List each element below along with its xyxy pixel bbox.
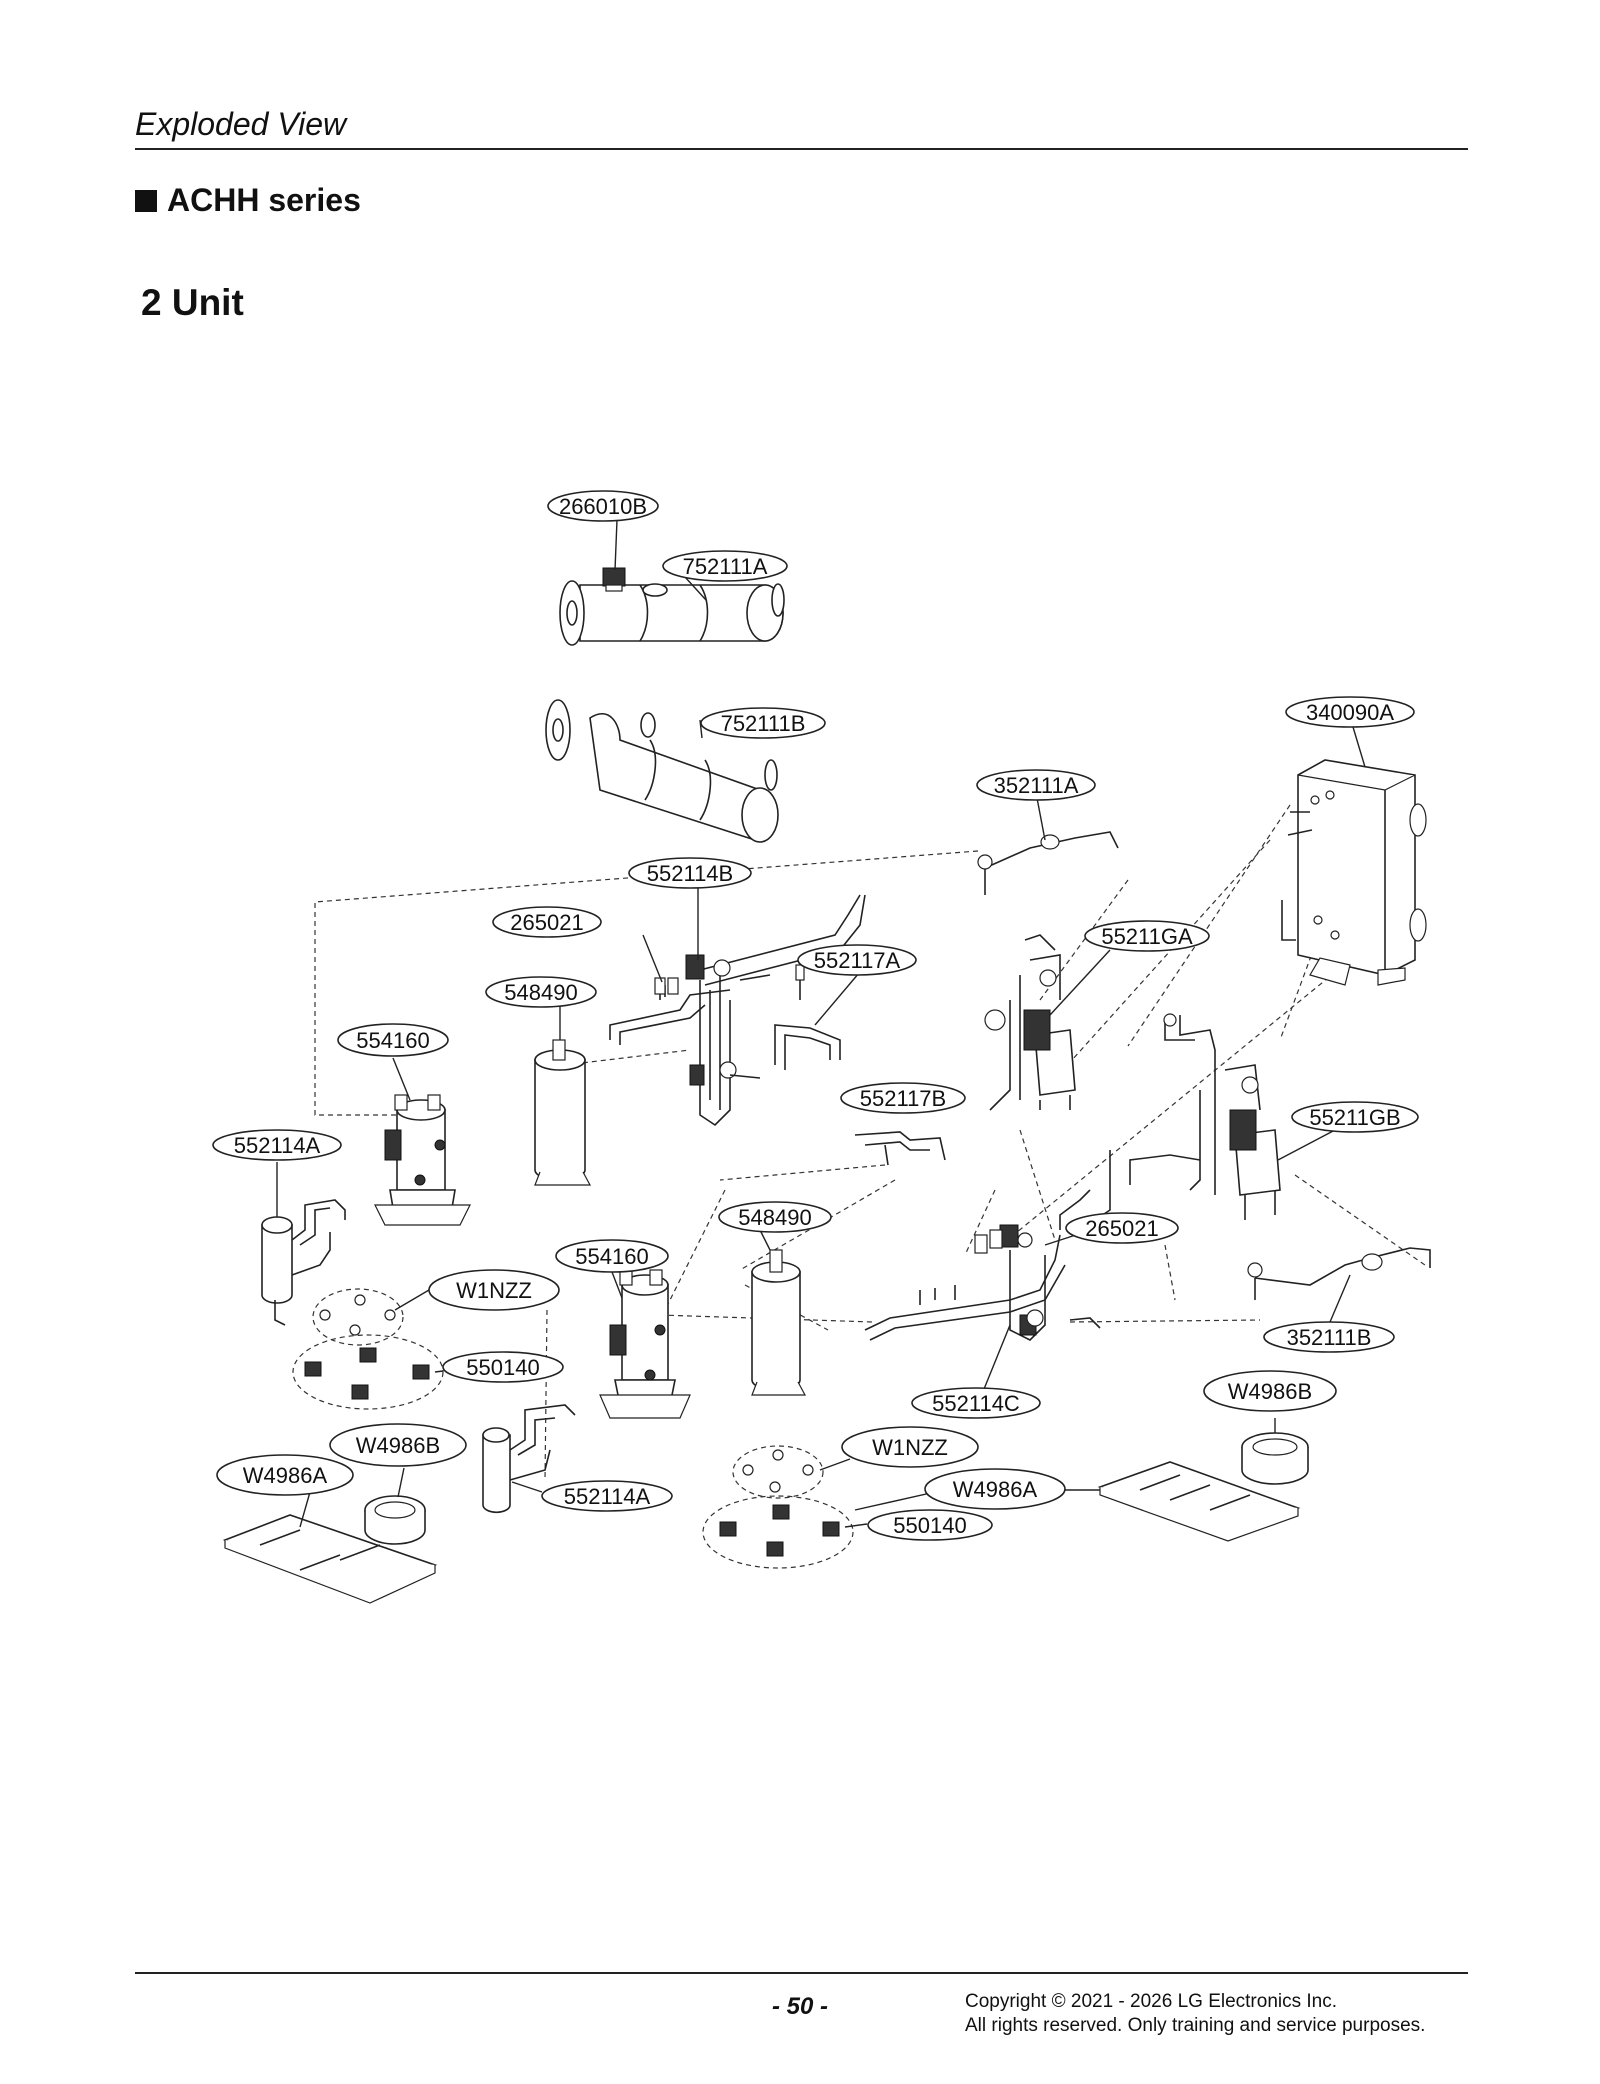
pipe-352111B bbox=[1247, 1247, 1431, 1300]
callout-text: 550140 bbox=[893, 1513, 966, 1538]
callout-text: 752111A bbox=[683, 554, 768, 579]
part-W1NZZ-left bbox=[312, 1288, 404, 1346]
callout-265021-top: 265021 bbox=[492, 906, 602, 938]
callout-text: W4986A bbox=[953, 1477, 1038, 1502]
callout-550140-mid: 550140 bbox=[867, 1509, 993, 1541]
copyright-line-2: All rights reserved. Only training and s… bbox=[965, 2015, 1426, 2036]
callout-text: 266010B bbox=[559, 494, 647, 519]
callout-552114B: 552114B bbox=[628, 857, 752, 889]
copyright-line-1: Copyright © 2021 - 2026 LG Electronics I… bbox=[965, 1991, 1338, 2012]
callout-548490-top: 548490 bbox=[485, 976, 597, 1008]
callout-text: 265021 bbox=[510, 910, 583, 935]
sensor-266010B bbox=[602, 567, 626, 592]
callout-text: W4986B bbox=[356, 1433, 440, 1458]
heat-exchanger-340090A bbox=[1281, 759, 1427, 986]
callout-55211GB: 55211GB bbox=[1291, 1101, 1419, 1133]
callout-552114A-left: 552114A bbox=[212, 1129, 342, 1161]
callout-text: 752111B bbox=[721, 711, 806, 736]
callout-text: 554160 bbox=[356, 1028, 429, 1053]
valve-assembly-55211GA bbox=[984, 934, 1216, 1111]
callout-550140-left: 550140 bbox=[442, 1351, 564, 1383]
part-550140-left bbox=[292, 1334, 444, 1410]
section-title-text: ACHH series bbox=[167, 182, 361, 218]
callout-text: 352111B bbox=[1287, 1325, 1372, 1350]
callout-554160-mid: 554160 bbox=[555, 1239, 669, 1273]
callout-text: 548490 bbox=[738, 1205, 811, 1230]
pipe-752111B bbox=[545, 699, 779, 843]
callout-552117B: 552117B bbox=[840, 1082, 966, 1114]
callout-752111A: 752111A bbox=[662, 550, 788, 582]
accumulator-548490-mid bbox=[751, 1249, 807, 1396]
section-bullet-square bbox=[135, 189, 157, 212]
pipe-552117B bbox=[854, 1131, 946, 1166]
compressor-554160-mid bbox=[599, 1269, 691, 1419]
copyright-notice: Copyright © 2021 - 2026 LG Electronics I… bbox=[965, 1990, 1425, 2038]
callout-text: 552114B bbox=[647, 861, 733, 886]
pipe-552117A bbox=[774, 964, 841, 1070]
callout-text: 554160 bbox=[575, 1244, 648, 1269]
base-plate-W4986A-right bbox=[1097, 1461, 1301, 1542]
base-plate-W4986A-left bbox=[222, 1514, 438, 1604]
accumulator-548490-top bbox=[534, 1039, 592, 1186]
callout-552114A-mid: 552114A bbox=[541, 1480, 673, 1512]
callout-text: 552114C bbox=[932, 1391, 1020, 1416]
callout-352111B: 352111B bbox=[1263, 1321, 1395, 1353]
callout-266010B: 266010B bbox=[547, 490, 659, 522]
valve-265021-top bbox=[654, 977, 679, 995]
callout-W4986B-left: W4986B bbox=[329, 1423, 467, 1467]
callout-552114C: 552114C bbox=[911, 1387, 1041, 1419]
callout-W4986B-right: W4986B bbox=[1203, 1370, 1337, 1412]
callout-text: 552114A bbox=[564, 1484, 651, 1509]
callout-text: 265021 bbox=[1085, 1216, 1158, 1241]
callout-text: 55211GA bbox=[1101, 924, 1193, 949]
callout-text: W1NZZ bbox=[872, 1435, 948, 1460]
part-W1NZZ-mid bbox=[732, 1445, 824, 1499]
callout-265021-mid: 265021 bbox=[1065, 1212, 1179, 1244]
subsection-title: 2 Unit bbox=[141, 282, 244, 323]
callout-text: 552117B bbox=[860, 1086, 946, 1111]
part-W4986B-left bbox=[364, 1495, 426, 1545]
footer-divider bbox=[135, 1972, 1468, 1974]
receiver-552114A-mid bbox=[482, 1404, 576, 1514]
receiver-552114A-left bbox=[261, 1199, 346, 1326]
callout-text: 352111A bbox=[994, 773, 1079, 798]
leader-lines bbox=[276, 519, 1366, 1528]
callout-text: 550140 bbox=[466, 1355, 539, 1380]
callout-text: 55211GB bbox=[1309, 1105, 1400, 1130]
callout-55211GA: 55211GA bbox=[1084, 920, 1210, 952]
part-550140-mid bbox=[702, 1495, 854, 1569]
callout-text: W4986B bbox=[1228, 1379, 1312, 1404]
valve-265021-mid bbox=[974, 1229, 1003, 1254]
pipe-assembly-552114C bbox=[864, 1150, 1111, 1341]
valve-assembly-55211GB bbox=[1129, 1064, 1281, 1220]
page-number: - 50 - bbox=[772, 1993, 829, 2020]
callout-W4986A-left: W4986A bbox=[216, 1454, 354, 1496]
callout-text: 552114A bbox=[234, 1133, 321, 1158]
pipe-assembly-552114B bbox=[609, 894, 866, 1127]
callout-548490-mid: 548490 bbox=[718, 1201, 832, 1233]
callout-W4986A-mid: W4986A bbox=[924, 1468, 1066, 1510]
header-divider bbox=[135, 148, 1468, 150]
callout-text: W4986A bbox=[243, 1463, 328, 1488]
callout-text: 340090A bbox=[1306, 700, 1394, 725]
compressor-554160-top bbox=[374, 1094, 471, 1226]
callout-text: W1NZZ bbox=[456, 1278, 532, 1303]
callout-552117A: 552117A bbox=[797, 944, 917, 976]
pipe-352111A bbox=[977, 831, 1119, 895]
callout-752111B: 752111B bbox=[700, 707, 826, 739]
section-title: ACHH series bbox=[135, 182, 361, 219]
pipe-752111A bbox=[559, 580, 785, 646]
callout-554160-top: 554160 bbox=[337, 1023, 449, 1057]
part-W4986B-right bbox=[1241, 1432, 1309, 1485]
callout-text: 548490 bbox=[504, 980, 577, 1005]
callout-W1NZZ-mid: W1NZZ bbox=[841, 1426, 979, 1468]
callout-352111A: 352111A bbox=[976, 769, 1096, 801]
page-header-title: Exploded View bbox=[135, 106, 347, 142]
callout-340090A: 340090A bbox=[1285, 696, 1415, 728]
callout-W1NZZ-left: W1NZZ bbox=[428, 1269, 560, 1311]
callout-text: 552117A bbox=[814, 948, 901, 973]
